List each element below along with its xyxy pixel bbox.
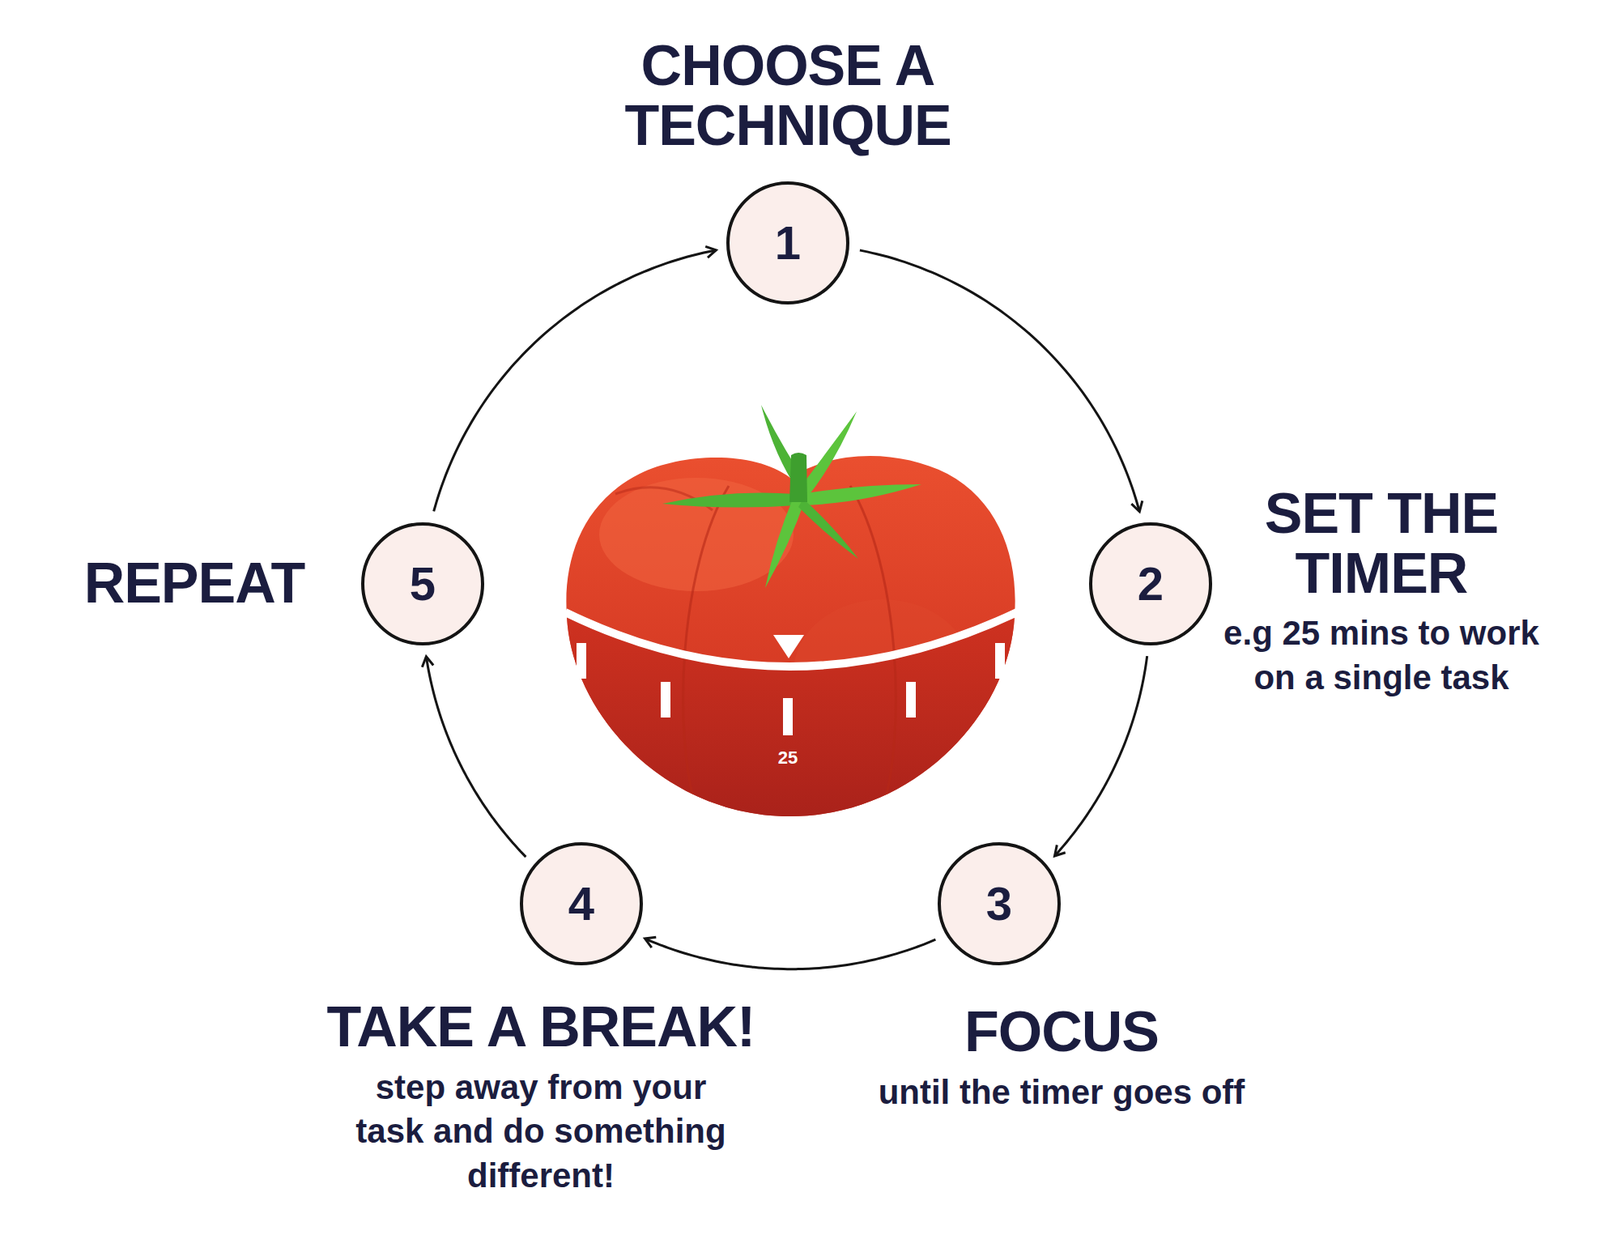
cycle-arrow	[425, 656, 526, 857]
cycle-arrow	[859, 250, 1140, 512]
step-number: 4	[568, 880, 595, 928]
step-number: 5	[409, 560, 436, 608]
cycle-arrow	[644, 938, 936, 970]
step-circle: 3FOCUSuntil the timer goes off	[937, 842, 1061, 966]
step-heading: CHOOSE A TECHNIQUE	[553, 36, 1023, 156]
step-circle: 4TAKE A BREAK!step away from your task a…	[519, 842, 643, 966]
tomato-crease	[850, 485, 896, 810]
step-circle: 5REPEAT	[361, 522, 485, 646]
tomato-stem	[662, 404, 922, 588]
leaf	[662, 493, 797, 508]
dial-tick	[906, 681, 916, 718]
step-caption: TAKE A BREAK! step away from your task an…	[289, 997, 792, 1198]
step-number: 3	[986, 880, 1013, 928]
step-heading: REPEAT	[56, 553, 332, 614]
leaf	[765, 497, 805, 588]
cycle-arrow	[1054, 655, 1147, 856]
step-caption: CHOOSE A TECHNIQUE	[553, 36, 1023, 156]
step-caption: REPEAT	[56, 553, 332, 614]
leaf	[798, 498, 859, 559]
step-number: 1	[774, 219, 801, 267]
step-circle: 2SET THE TIMERe.g 25 mins to work on a s…	[1089, 522, 1213, 646]
step-caption: FOCUS until the timer goes off	[859, 1002, 1264, 1115]
cycle-arrow	[434, 250, 717, 511]
dial-tick	[576, 642, 587, 679]
step-note: step away from your task and do somethin…	[342, 1065, 740, 1199]
tomato-details	[558, 477, 1022, 826]
dial-tick	[660, 681, 671, 718]
dial-line	[565, 612, 1018, 667]
step-caption: SET THE TIMERe.g 25 mins to work on a si…	[1211, 484, 1552, 700]
stem	[789, 452, 808, 503]
dial-pointer	[773, 634, 805, 659]
dial-tick	[782, 697, 793, 736]
step-heading: SET THE TIMER	[1211, 484, 1552, 604]
step-note: e.g 25 mins to work on a single task	[1211, 611, 1552, 700]
dial-band	[558, 612, 1022, 826]
dial-number: 25	[778, 748, 798, 767]
dial-tick	[995, 642, 1005, 679]
step-note: until the timer goes off	[859, 1070, 1264, 1115]
step-circle: 1CHOOSE A TECHNIQUE	[726, 181, 850, 305]
step-heading: TAKE A BREAK!	[289, 997, 792, 1058]
step-heading: FOCUS	[859, 1002, 1264, 1063]
step-number: 2	[1137, 560, 1164, 608]
leaf	[801, 484, 922, 506]
tomato-crease	[683, 485, 729, 810]
